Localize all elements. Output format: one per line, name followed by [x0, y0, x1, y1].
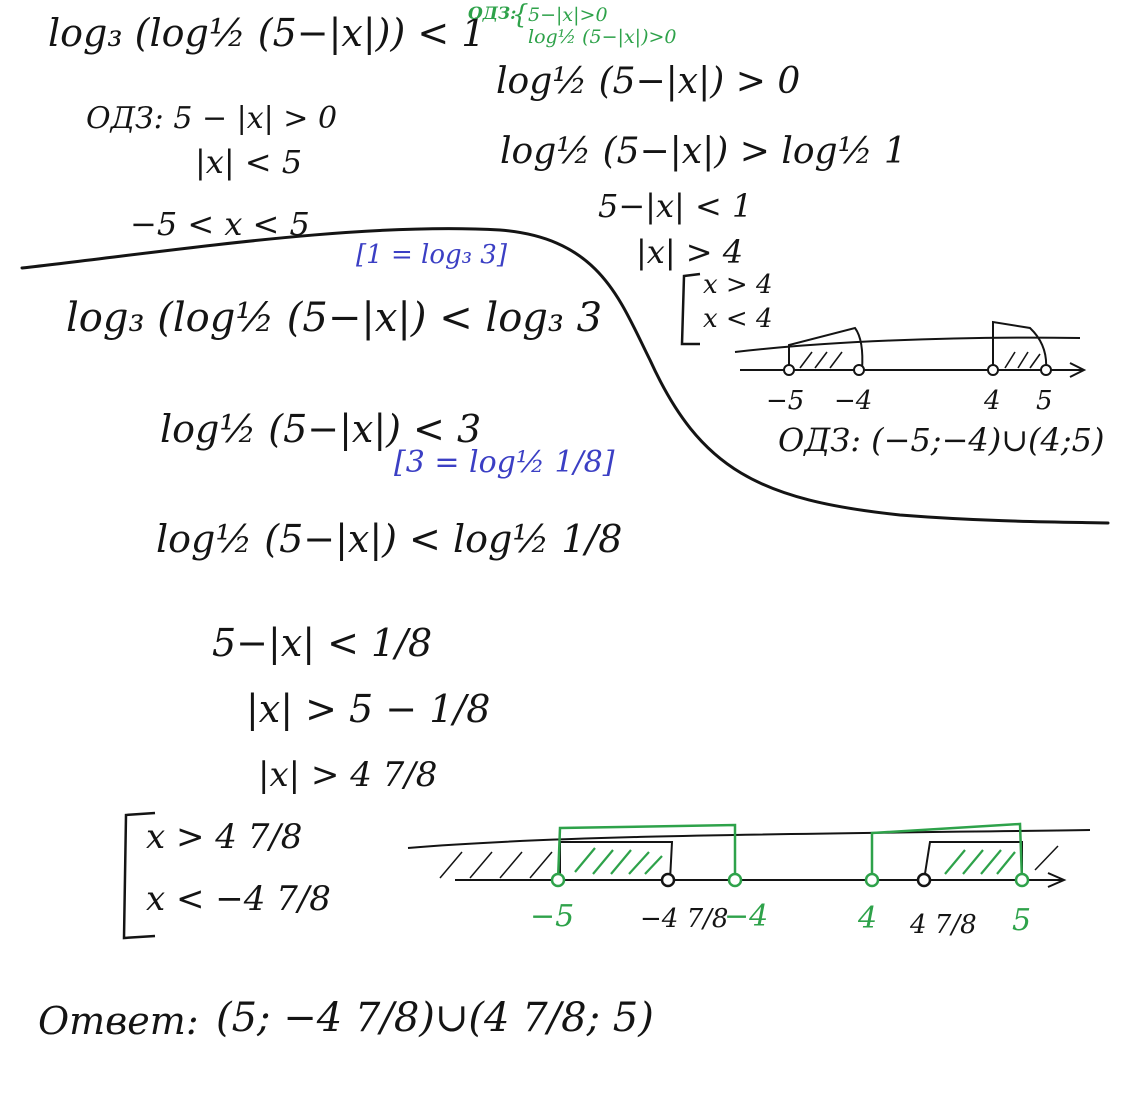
final-number-line	[407, 822, 1091, 888]
odz-case-bracket	[680, 272, 701, 346]
odz2-step4: |x| > 4	[636, 233, 744, 271]
final-tick-m5: −5	[530, 899, 575, 934]
solution-step5: |x| > 5 − 1/8	[246, 687, 491, 731]
solution-step4: 5−|x| < 1/8	[212, 621, 433, 665]
dividing-curve	[20, 227, 1110, 525]
odz2-case2: x < 4	[703, 304, 773, 334]
odz-tick-m4: −4	[834, 386, 873, 416]
odz-tick-m5: −5	[766, 386, 805, 416]
odz2-step1: log½ (5−|x|) > 0	[496, 61, 801, 102]
odz-system-brace: {	[512, 0, 529, 30]
original-inequality: log₃ (log½ (5−|x|)) < 1	[48, 11, 486, 55]
final-tick-4: 4	[858, 901, 878, 936]
final-tick-m4: −4	[724, 899, 769, 934]
final-tick-m4-7-8: −4 7/8	[640, 904, 729, 934]
odz-tick-4: 4	[984, 386, 1001, 416]
solution-step1: log₃ (log½ (5−|x|) < log₃ 3	[66, 295, 603, 341]
solution-step3: log½ (5−|x|) < log½ 1/8	[156, 517, 623, 561]
odz1-line1: ОДЗ: 5 − |x| > 0	[86, 101, 338, 136]
answer-value: (5; −4 7/8)∪(4 7/8; 5)	[216, 995, 654, 1041]
odz2-case1: x > 4	[703, 270, 773, 300]
solution-step2: log½ (5−|x|) < 3	[160, 407, 482, 451]
solution-case2: x < −4 7/8	[146, 879, 331, 919]
odz1-line2: |x| < 5	[195, 143, 303, 181]
final-tick-5: 5	[1012, 903, 1032, 938]
odz-number-line	[734, 320, 1087, 378]
odz-system-line2: log½ (5−|x|)>0	[528, 26, 677, 48]
solution-step6: |x| > 4 7/8	[258, 755, 438, 795]
final-tick-4-7-8: 4 7/8	[910, 910, 977, 940]
odz-tick-5: 5	[1036, 386, 1053, 416]
odz1-line3: −5 < x < 5	[130, 205, 310, 243]
odz-system-line1: 5−|x|>0	[528, 4, 608, 26]
note-3-eq-log-1-8: [3 = log½ 1/8]	[394, 445, 615, 480]
answer-label: Ответ:	[38, 999, 199, 1043]
solution-case1: x > 4 7/8	[146, 817, 303, 857]
odz-system-label: ОДЗ:	[468, 4, 517, 24]
final-case-bracket	[122, 811, 156, 940]
odz2-step2: log½ (5−|x|) > log½ 1	[500, 131, 907, 172]
note-1-eq-log3-3: [1 = log₃ 3]	[356, 240, 507, 270]
odz-result: ОДЗ: (−5;−4)∪(4;5)	[778, 421, 1105, 459]
odz2-step3: 5−|x| < 1	[598, 187, 753, 225]
